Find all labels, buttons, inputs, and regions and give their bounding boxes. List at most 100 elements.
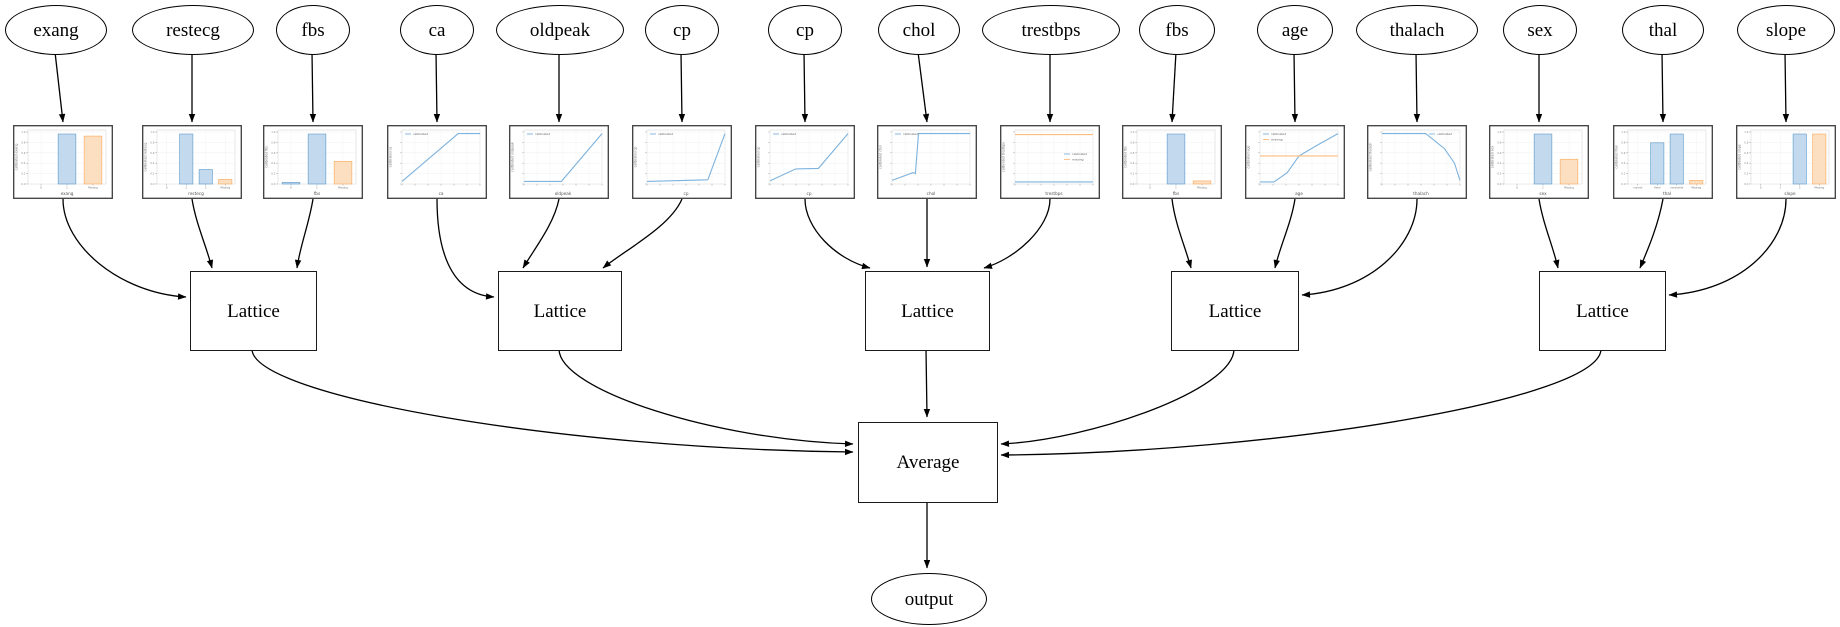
lattice-node-4: Lattice [1171, 271, 1299, 351]
edge-chart-14-to-lattice [1668, 198, 1787, 298]
svg-text:0.0: 0.0 [21, 182, 25, 186]
svg-text:0.6: 0.6 [271, 151, 275, 155]
input-node-exang: exang [5, 5, 107, 55]
svg-text:1.0: 1.0 [1744, 130, 1748, 134]
svg-text:reversible: reversible [1670, 185, 1683, 189]
svg-text:0.2: 0.2 [1130, 172, 1134, 176]
input-node-trestbps: trestbps [982, 5, 1120, 55]
svg-text:0: 0 [1760, 185, 1762, 189]
svg-text:calibrated: calibrated [781, 132, 796, 136]
svg-text:0.4: 0.4 [150, 161, 154, 165]
svg-text:0.0: 0.0 [1744, 182, 1748, 186]
svg-text:0.4: 0.4 [1497, 161, 1501, 165]
svg-text:0.4: 0.4 [1130, 161, 1134, 165]
input-node-oldpeak: oldpeak [496, 5, 624, 55]
svg-text:0.4: 0.4 [1744, 161, 1748, 165]
svg-text:calibrated: calibrated [1437, 132, 1452, 136]
svg-text:0.8: 0.8 [271, 140, 275, 144]
svg-text:0.4: 0.4 [1621, 161, 1625, 165]
svg-text:age: age [1295, 191, 1303, 196]
svg-text:0.8: 0.8 [1130, 140, 1134, 144]
svg-text:sex: sex [1539, 191, 1547, 196]
svg-text:Missing: Missing [1564, 185, 1574, 189]
lattice-node-1: Lattice [190, 271, 317, 351]
edge-lattice-3-to-average [923, 348, 931, 418]
svg-text:calibrated trestbps: calibrated trestbps [1002, 142, 1006, 172]
svg-text:cp: cp [807, 191, 812, 196]
edge-input-9 [1169, 51, 1177, 123]
svg-text:0.2: 0.2 [21, 172, 25, 176]
svg-text:0.2: 0.2 [1621, 172, 1625, 176]
svg-text:0.8: 0.8 [1621, 140, 1625, 144]
svg-text:0.8: 0.8 [21, 140, 25, 144]
svg-text:0.6: 0.6 [21, 151, 25, 155]
edge-lattice-5-to-average [1000, 348, 1602, 459]
svg-text:calibrated: calibrated [903, 132, 918, 136]
edge-chart-1-to-lattice [191, 198, 214, 269]
svg-text:missing: missing [1072, 158, 1084, 162]
input-node-age: age [1257, 5, 1333, 55]
edge-chart-4-to-lattice [522, 198, 560, 269]
svg-text:1: 1 [185, 185, 187, 189]
edge-input-11 [1413, 51, 1421, 123]
svg-text:cp: cp [684, 191, 689, 196]
svg-text:2: 2 [205, 185, 207, 189]
svg-text:calibrated sex: calibrated sex [1491, 146, 1495, 169]
svg-text:normal: normal [1633, 185, 1642, 189]
lattice-node-3: Lattice [865, 271, 990, 351]
average-node: Average [858, 422, 998, 503]
svg-text:fbs: fbs [1173, 191, 1179, 196]
svg-text:0.2: 0.2 [1744, 172, 1748, 176]
input-node-slope: slope [1737, 5, 1835, 55]
input-node-sex: sex [1503, 5, 1577, 55]
svg-text:trestbps: trestbps [1045, 191, 1062, 196]
edge-input-7 [917, 51, 930, 123]
svg-text:ca: ca [439, 191, 444, 196]
svg-text:1: 1 [1175, 185, 1177, 189]
edge-chart-2-to-lattice [294, 198, 314, 269]
svg-text:exang: exang [61, 191, 74, 196]
svg-text:calibrated fbs: calibrated fbs [1124, 146, 1128, 168]
svg-text:fixed: fixed [1654, 185, 1661, 189]
svg-text:chol: chol [927, 191, 936, 196]
input-node-ca: ca [400, 5, 474, 55]
svg-text:0.0: 0.0 [150, 182, 154, 186]
lattice-node-5: Lattice [1539, 271, 1666, 351]
lattice-node-2: Lattice [498, 271, 622, 351]
svg-text:thal: thal [1663, 191, 1671, 196]
svg-text:1.0: 1.0 [21, 130, 25, 134]
edge-chart-11-to-lattice [1301, 198, 1418, 298]
input-node-cp: cp [645, 5, 719, 55]
svg-text:0.6: 0.6 [1621, 151, 1625, 155]
svg-text:0.6: 0.6 [1130, 151, 1134, 155]
svg-text:calibrated slope: calibrated slope [1738, 144, 1742, 170]
svg-text:missing: missing [1271, 138, 1283, 142]
svg-text:2: 2 [1799, 185, 1801, 189]
svg-text:0.6: 0.6 [1744, 151, 1748, 155]
svg-text:calibrated: calibrated [1072, 152, 1087, 156]
svg-text:0: 0 [1516, 185, 1518, 189]
svg-text:thalach: thalach [1413, 191, 1429, 196]
svg-text:0.2: 0.2 [1497, 172, 1501, 176]
svg-text:0.8: 0.8 [1497, 140, 1501, 144]
edge-chart-8-to-lattice [983, 198, 1051, 269]
svg-text:1: 1 [1542, 185, 1544, 189]
input-node-thalach: thalach [1356, 5, 1478, 55]
edge-lattice-2-to-average [558, 348, 854, 447]
svg-text:1: 1 [1779, 185, 1781, 189]
svg-text:calibrated: calibrated [658, 132, 673, 136]
edge-input-14 [1782, 51, 1790, 123]
edge-input-6 [801, 51, 809, 123]
edge-chart-13-to-lattice [1639, 198, 1664, 269]
input-node-chol: chol [878, 5, 960, 55]
